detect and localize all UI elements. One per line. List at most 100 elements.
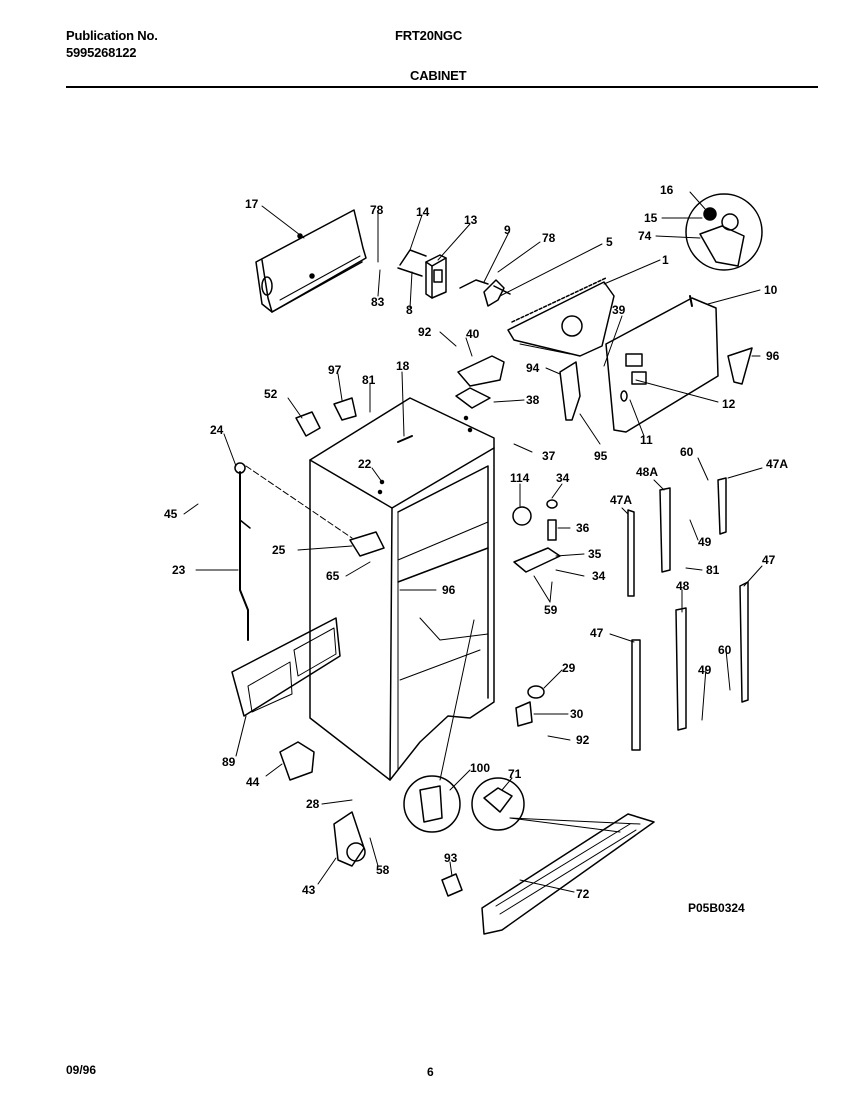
callout-18: 18 (396, 359, 410, 373)
callout-30: 30 (570, 707, 584, 721)
part-1-evaporator (507, 277, 615, 357)
part-52-cam (295, 411, 321, 437)
callout-13: 13 (464, 213, 478, 227)
callout-81-b: 81 (706, 563, 720, 577)
detail-circle-100 (403, 775, 461, 833)
callout-72: 72 (576, 887, 590, 901)
part-93-clip (441, 873, 463, 897)
callout-92-b: 92 (576, 733, 590, 747)
callout-52: 52 (264, 387, 278, 401)
callout-78: 78 (370, 203, 384, 217)
part-10-back-panel (605, 295, 719, 433)
callout-89: 89 (222, 755, 236, 769)
part-48-strip (675, 607, 687, 731)
callout-37: 37 (542, 449, 556, 463)
part-18-plug (397, 435, 413, 443)
callout-96-b: 96 (442, 583, 456, 597)
callout-24: 24 (210, 423, 224, 437)
callout-65: 65 (326, 569, 340, 583)
part-9-fan-blade (459, 279, 511, 307)
callout-81: 81 (362, 373, 376, 387)
callout-25: 25 (272, 543, 286, 557)
part-43-roller (333, 811, 366, 867)
part-29-washer (527, 685, 545, 699)
publication-label: Publication No. (66, 28, 158, 43)
part-96-bracket (727, 347, 753, 385)
callout-34: 34 (556, 471, 570, 485)
callout-38: 38 (526, 393, 540, 407)
callout-22: 22 (358, 457, 372, 471)
footer-date: 09/96 (66, 1063, 97, 1077)
callout-60: 60 (680, 445, 694, 459)
callout-95: 95 (594, 449, 608, 463)
callout-48: 48 (676, 579, 690, 593)
callout-17: 17 (245, 197, 259, 211)
part-25-hinge (349, 531, 385, 557)
callout-11: 11 (640, 433, 653, 447)
callout-1: 1 (662, 253, 669, 267)
callout-93: 93 (444, 851, 458, 865)
detail-circle-71 (471, 777, 525, 831)
detail-circle-16-15-74 (685, 193, 763, 271)
part-48A-strip (659, 487, 671, 573)
callout-47: 47 (762, 553, 776, 567)
header-rule (66, 86, 818, 88)
callout-96: 96 (766, 349, 780, 363)
callout-59: 59 (544, 603, 558, 617)
callout-35: 35 (588, 547, 602, 561)
callout-10: 10 (764, 283, 778, 297)
callout-97: 97 (328, 363, 342, 377)
callout-47-b: 47 (590, 626, 604, 640)
part-17-shroud-panel (255, 209, 367, 313)
part-30-hinge (515, 701, 533, 727)
part-34-bulb-base (546, 499, 558, 509)
callout-48A: 48A (636, 465, 658, 479)
callout-47A-b: 47A (610, 493, 632, 507)
part-47-strip-right (739, 581, 749, 703)
leader-lines (183, 191, 763, 893)
part-23-hinge-rod (234, 462, 251, 641)
part-44-block (279, 741, 315, 781)
callout-36: 36 (576, 521, 590, 535)
part-47A-strip-left (627, 509, 635, 597)
part-35-light-shield (513, 547, 561, 573)
part-38-bracket (455, 387, 491, 409)
callout-49: 49 (698, 535, 712, 549)
part-97-bracket (333, 397, 357, 421)
callout-40: 40 (466, 327, 480, 341)
part-114-light-socket (512, 506, 532, 526)
callout-39: 39 (612, 303, 626, 317)
callout-45: 45 (164, 507, 178, 521)
section-title: CABINET (410, 68, 467, 83)
callout-34-b: 34 (592, 569, 606, 583)
callout-100: 100 (470, 761, 490, 775)
callout-28: 28 (306, 797, 320, 811)
diagram-code: P05B0324 (688, 901, 745, 915)
callout-78-b: 78 (542, 231, 556, 245)
callout-114: 114 (510, 471, 530, 485)
part-89-grille (231, 617, 341, 717)
callout-14: 14 (416, 205, 430, 219)
callout-12: 12 (722, 397, 736, 411)
part-47A-strip-right (717, 477, 727, 535)
part-13-fan-motor (397, 249, 447, 299)
callout-23: 23 (172, 563, 186, 577)
cabinet-body (309, 397, 495, 781)
callout-83: 83 (371, 295, 385, 309)
callout-71: 71 (508, 767, 522, 781)
callout-74: 74 (638, 229, 652, 243)
model-number: FRT20NGC (395, 28, 463, 43)
callout-15: 15 (644, 211, 658, 225)
callout-labels: 17 78 14 13 9 78 5 83 8 1 16 15 74 10 39… (164, 183, 788, 915)
part-40-damper (457, 355, 505, 387)
callout-49-b: 49 (698, 663, 712, 677)
callout-58: 58 (376, 863, 390, 877)
footer-page-number: 6 (427, 1065, 434, 1079)
callout-9: 9 (504, 223, 511, 237)
callout-94: 94 (526, 361, 540, 375)
part-36-bulb (547, 519, 557, 541)
publication-number: 5995268122 (66, 45, 137, 60)
callout-29: 29 (562, 661, 576, 675)
part-72-toe-grille (481, 813, 655, 935)
